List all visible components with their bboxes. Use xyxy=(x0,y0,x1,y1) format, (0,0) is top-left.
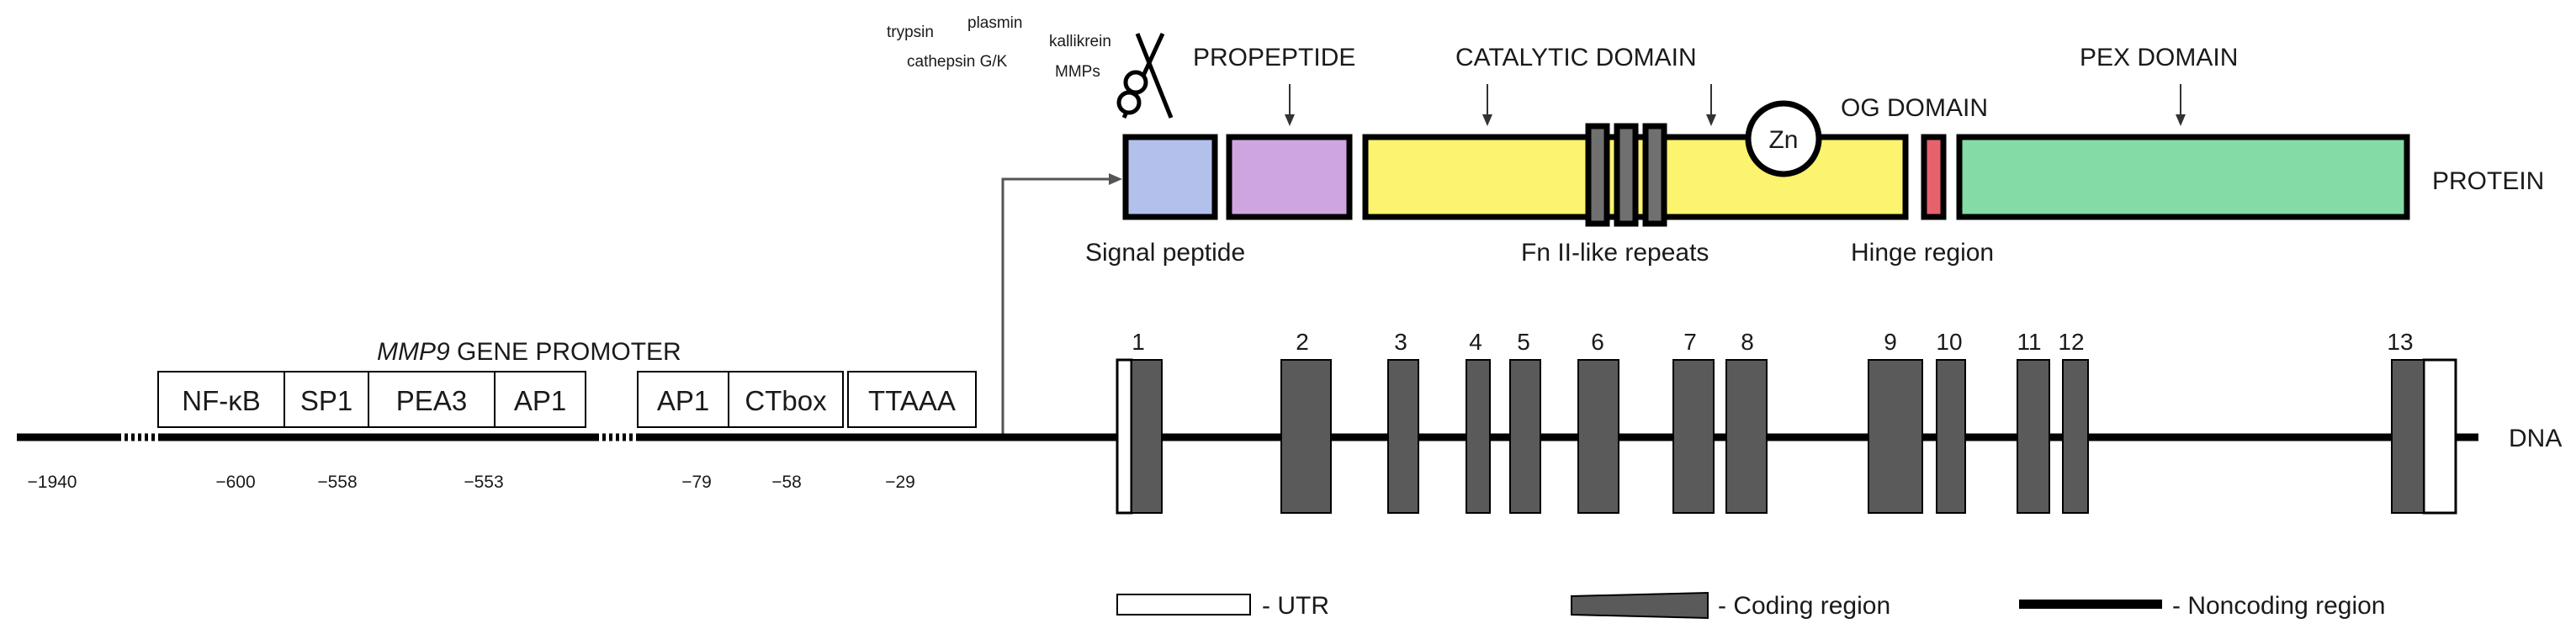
exon-number-12: 12 xyxy=(2058,329,2084,355)
label-pex-domain: PEX DOMAIN xyxy=(2080,44,2238,71)
promoter-element-labels: NF-κB SP1 PEA3 AP1 AP1 CTbox TTAAA xyxy=(182,385,956,416)
promoter-box-nfkb xyxy=(157,371,285,428)
promoter-box-ap1 xyxy=(494,371,586,428)
exon-4 xyxy=(1466,359,1491,514)
exon-7 xyxy=(1672,359,1715,514)
legend-noncoding-label: - Noncoding region xyxy=(2172,592,2386,620)
propeptide-domain xyxy=(1226,134,1353,220)
fn-repeat-1 xyxy=(1585,123,1610,227)
exon-6 xyxy=(1577,359,1619,514)
exon-number-9: 9 xyxy=(1884,329,1897,355)
exon-10 xyxy=(1936,359,1966,514)
label-hinge-region: Hinge region xyxy=(1851,239,1994,267)
protein-row-label: PROTEIN xyxy=(2432,167,2544,195)
legend: - UTR - Coding region - Noncoding region xyxy=(1116,591,2386,620)
element-ap1: AP1 xyxy=(514,385,566,416)
signal-peptide-domain xyxy=(1122,134,1218,220)
exon-number-4: 4 xyxy=(1469,329,1482,355)
promoter-box-ap1-proximal xyxy=(637,371,729,428)
exon-1-utr xyxy=(1116,358,1133,515)
position-558: −558 xyxy=(317,473,357,492)
promoter-box-ttaaa xyxy=(847,371,977,428)
protein-sublabels: Signal peptide Fn II-like repeats Hinge … xyxy=(1085,239,1994,267)
promoter-elements xyxy=(157,371,977,428)
exon-number-10: 10 xyxy=(1936,329,1962,355)
exon-number-1: 1 xyxy=(1132,329,1145,355)
protease-trypsin: trypsin xyxy=(887,24,934,41)
position-600: −600 xyxy=(215,473,255,492)
dna-row-label: DNA xyxy=(2509,425,2562,452)
exon-numbers: 1 2 3 4 5 6 7 8 9 10 11 12 13 xyxy=(1132,329,2413,355)
protease-cathepsin: cathepsin G/K xyxy=(907,53,1008,71)
label-signal-peptide: Signal peptide xyxy=(1085,239,1245,267)
position-553: −553 xyxy=(464,473,503,492)
position-29: −29 xyxy=(885,473,915,492)
hinge-region xyxy=(1921,134,1947,220)
legend-utr-swatch xyxy=(1116,594,1251,616)
position-1940: −1940 xyxy=(28,473,77,492)
promoter-positions: −1940 −600 −558 −553 −79 −58 −29 xyxy=(28,473,915,492)
scissors-icon xyxy=(1116,32,1174,119)
fn-repeat-2 xyxy=(1614,123,1639,227)
legend-utr-label: - UTR xyxy=(1262,592,1329,620)
element-ap1-proximal: AP1 xyxy=(657,385,709,416)
coding-exons xyxy=(1131,359,2425,514)
exon-number-7: 7 xyxy=(1683,329,1697,355)
element-nfkb: NF-κB xyxy=(182,385,261,416)
exon-number-2: 2 xyxy=(1296,329,1309,355)
label-og-domain: OG DOMAIN xyxy=(1841,94,1988,122)
exon-3 xyxy=(1387,359,1419,514)
zinc-label: Zn xyxy=(1768,126,1798,154)
legend-coding-swatch xyxy=(1571,591,1709,620)
protease-mmps: MMPs xyxy=(1055,63,1100,81)
exon-number-5: 5 xyxy=(1517,329,1530,355)
exon-number-3: 3 xyxy=(1394,329,1407,355)
promoter-title: MMP9 GENE PROMOTER xyxy=(377,338,681,366)
protease-kallikrein: kallikrein xyxy=(1049,33,1111,50)
element-ctbox: CTbox xyxy=(745,385,827,416)
element-sp1: SP1 xyxy=(300,385,352,416)
transcription-arrow xyxy=(1001,173,1122,436)
legend-coding-label: - Coding region xyxy=(1718,592,1890,620)
promoter-title-gene: MMP9 xyxy=(377,338,450,366)
promoter-title-rest: GENE PROMOTER xyxy=(450,338,681,366)
element-pea3: PEA3 xyxy=(396,385,467,416)
exon-13-utr xyxy=(2422,358,2457,515)
pex-domain xyxy=(1956,134,2410,220)
exon-12 xyxy=(2062,359,2089,514)
protein-bar xyxy=(1122,100,2410,227)
exon-8 xyxy=(1725,359,1768,514)
position-79: −79 xyxy=(681,473,712,492)
exon-number-8: 8 xyxy=(1741,329,1754,355)
exon-number-13: 13 xyxy=(2387,329,2413,355)
utr-segments xyxy=(1116,358,2457,515)
exon-2 xyxy=(1280,359,1332,514)
exon-5 xyxy=(1509,359,1541,514)
exon-1 xyxy=(1131,359,1163,514)
protease-labels: trypsin plasmin kallikrein cathepsin G/K… xyxy=(887,14,1111,81)
exon-number-11: 11 xyxy=(2017,329,2041,355)
exon-11 xyxy=(2017,359,2050,514)
protein-domain-labels: PROPEPTIDE CATALYTIC DOMAIN OG DOMAIN PE… xyxy=(1193,44,2238,122)
element-ttaaa: TTAAA xyxy=(868,385,956,416)
exon-9 xyxy=(1868,359,1923,514)
protease-plasmin: plasmin xyxy=(967,14,1022,32)
label-fn-repeats: Fn II-like repeats xyxy=(1521,239,1709,267)
label-catalytic-domain: CATALYTIC DOMAIN xyxy=(1455,44,1697,71)
promoter-box-pea3 xyxy=(368,371,496,428)
promoter-box-sp1 xyxy=(284,371,369,428)
fn-repeat-3 xyxy=(1642,123,1667,227)
position-58: −58 xyxy=(771,473,802,492)
zinc-circle xyxy=(1745,100,1822,177)
exon-13 xyxy=(2391,359,2425,514)
legend-noncoding-swatch xyxy=(2019,600,2162,609)
label-propeptide: PROPEPTIDE xyxy=(1193,44,1355,71)
domain-arrows xyxy=(1285,84,2186,126)
exon-number-6: 6 xyxy=(1591,329,1604,355)
promoter-box-ctbox xyxy=(728,371,844,428)
